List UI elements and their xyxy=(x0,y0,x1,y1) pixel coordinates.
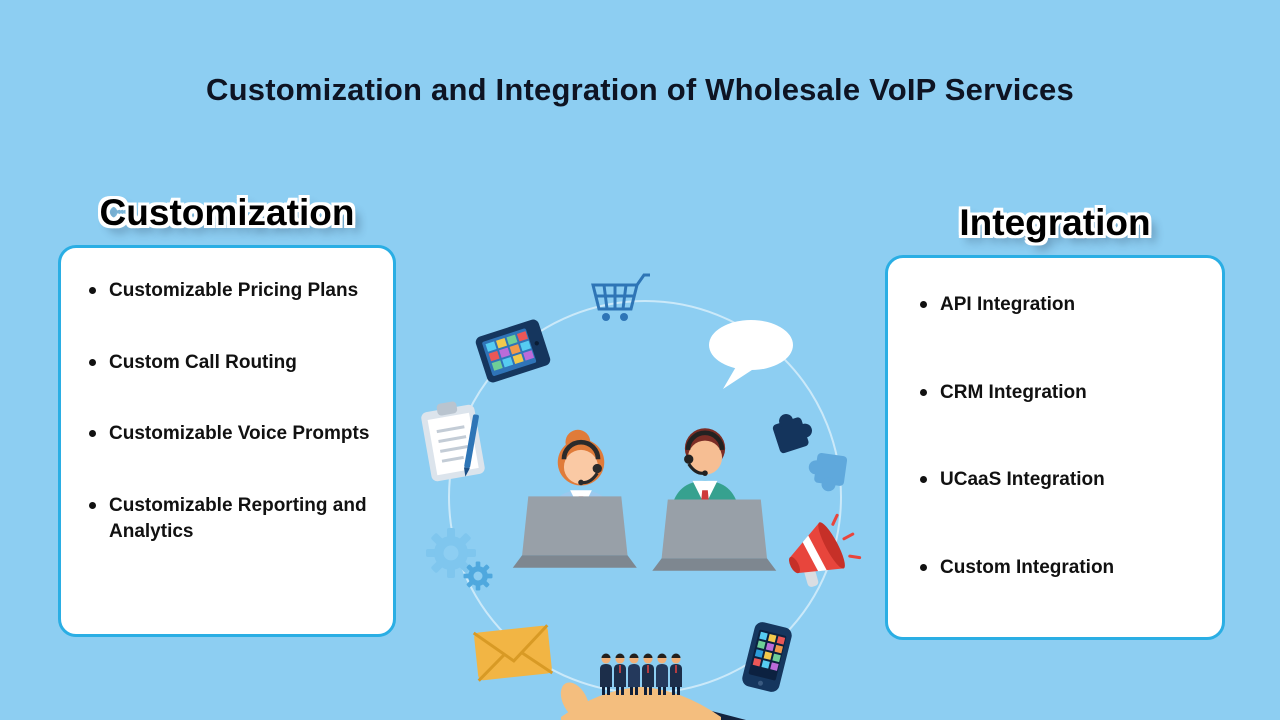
integration-list: API Integration CRM Integration UCaaS In… xyxy=(916,292,1206,581)
speech-bubble-icon xyxy=(709,320,793,389)
list-item: Custom Integration xyxy=(916,555,1206,581)
list-item: Customizable Reporting and Analytics xyxy=(85,493,375,544)
gears-icon xyxy=(415,517,499,597)
bullet-dot-icon xyxy=(920,476,927,484)
list-item: Custom Call Routing xyxy=(85,350,375,376)
bullet-dot-icon xyxy=(920,301,927,308)
list-item: Customizable Pricing Plans xyxy=(85,278,375,304)
list-item-label: Custom Call Routing xyxy=(109,351,297,373)
team-figures xyxy=(600,653,682,695)
list-item-label: Custom Integration xyxy=(940,556,1115,578)
customization-heading: Customization xyxy=(99,192,355,233)
smartphone-icon xyxy=(742,622,792,692)
bullet-dot-icon xyxy=(89,358,96,366)
puzzle-icon xyxy=(772,414,848,492)
integration-heading: Integration xyxy=(959,202,1151,243)
list-item: UCaaS Integration xyxy=(916,467,1206,493)
list-item: API Integration xyxy=(916,292,1206,318)
laptop-icon xyxy=(512,496,637,568)
list-item-label: CRM Integration xyxy=(940,381,1087,403)
laptop-icon xyxy=(652,499,777,571)
bullet-dot-icon xyxy=(89,287,96,294)
integration-panel: API Integration CRM Integration UCaaS In… xyxy=(885,255,1225,640)
team-on-hand-icon xyxy=(560,653,746,720)
bullet-dot-icon xyxy=(920,388,927,396)
list-item: Customizable Voice Prompts xyxy=(85,421,375,447)
pen-icon xyxy=(463,414,479,477)
shopping-cart-icon xyxy=(591,273,650,321)
bullet-dot-icon xyxy=(920,563,927,571)
list-item-label: UCaaS Integration xyxy=(940,469,1105,491)
clipboard-icon xyxy=(421,401,485,482)
list-item: CRM Integration xyxy=(916,380,1206,406)
bullet-dot-icon xyxy=(89,501,96,509)
list-item-label: API Integration xyxy=(940,294,1076,315)
voip-illustration xyxy=(415,273,862,720)
customization-panel: Customizable Pricing Plans Custom Call R… xyxy=(58,245,396,637)
list-item-label: Customizable Voice Prompts xyxy=(109,423,370,445)
page-title: Customization and Integration of Wholesa… xyxy=(206,72,1074,107)
call-center-agents xyxy=(512,428,777,571)
customization-list: Customizable Pricing Plans Custom Call R… xyxy=(85,278,375,544)
megaphone-icon xyxy=(789,513,862,587)
bullet-dot-icon xyxy=(89,430,96,438)
tablet-icon xyxy=(475,319,551,383)
list-item-label: Customizable Pricing Plans xyxy=(109,280,359,301)
envelope-icon xyxy=(472,624,554,682)
list-item-label: Customizable Reporting and Analytics xyxy=(109,494,367,542)
